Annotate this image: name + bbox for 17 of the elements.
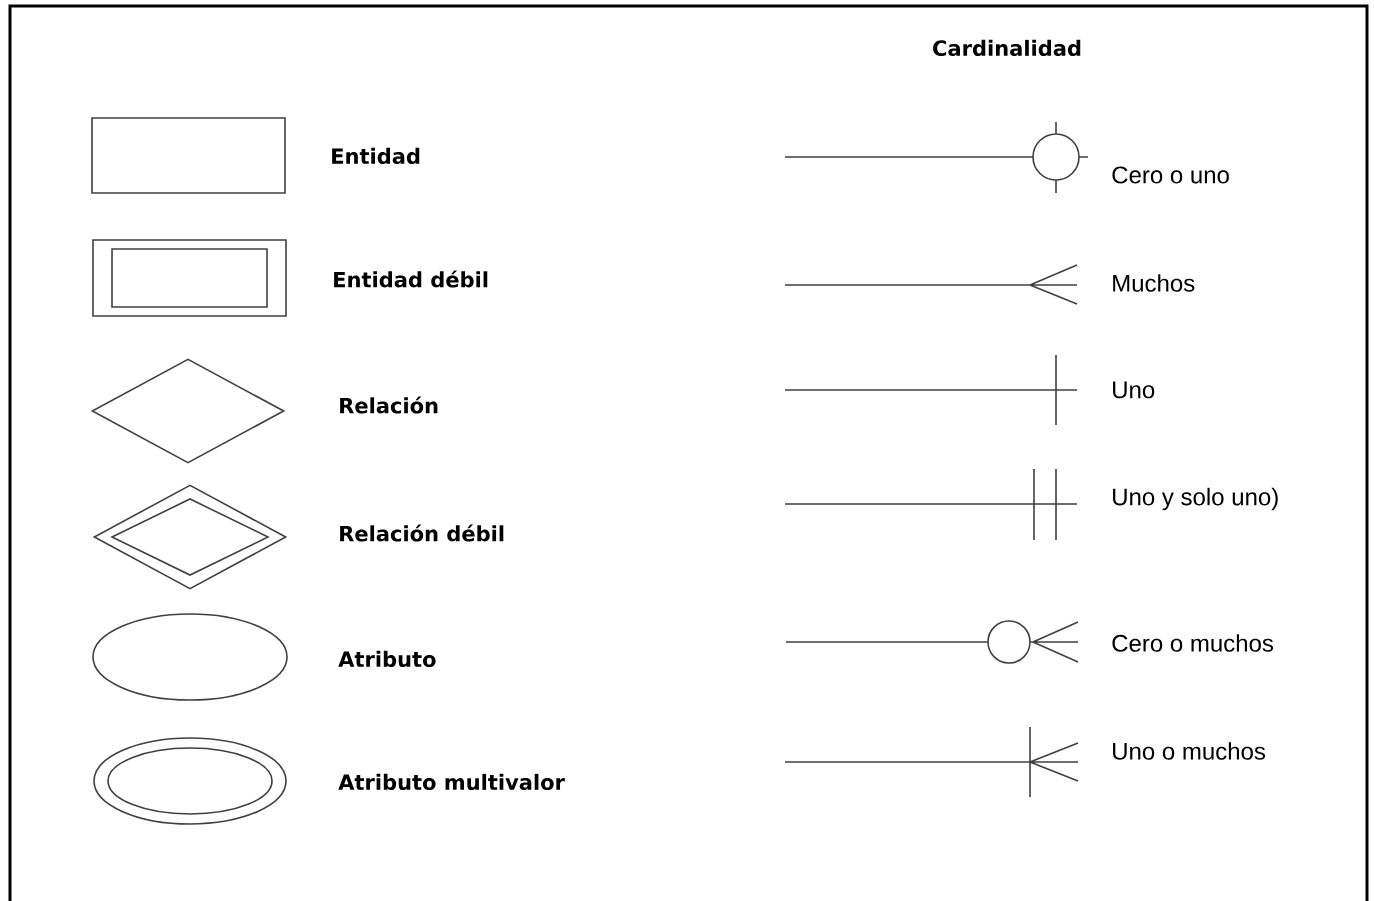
symbol-label: Entidad — [332, 147, 420, 165]
multivalued-attribute-ellipse — [93, 737, 287, 825]
column-heading: Cardinalidad — [933, 39, 1081, 57]
symbol-label: Relación — [340, 396, 438, 414]
symbol-label: Relación débil — [340, 524, 504, 542]
weak-entity-rectangle — [92, 239, 287, 317]
symbol-label: Entidad débil — [334, 270, 488, 288]
legend-label: Muchos — [1113, 274, 1195, 292]
attribute-ellipse — [92, 613, 288, 701]
legend-label: Uno — [1113, 381, 1155, 399]
legend-label: Cero o uno — [1112, 166, 1229, 184]
legend-label: Cero o muchos — [1112, 634, 1274, 652]
entity-rectangle — [91, 117, 286, 194]
symbol-label: Atributo multivalor — [338, 773, 565, 791]
symbol-label: Atributo — [338, 650, 436, 668]
legend-label: Uno y solo uno) — [1113, 487, 1278, 511]
legend-label: Uno o muchos — [1113, 742, 1266, 760]
